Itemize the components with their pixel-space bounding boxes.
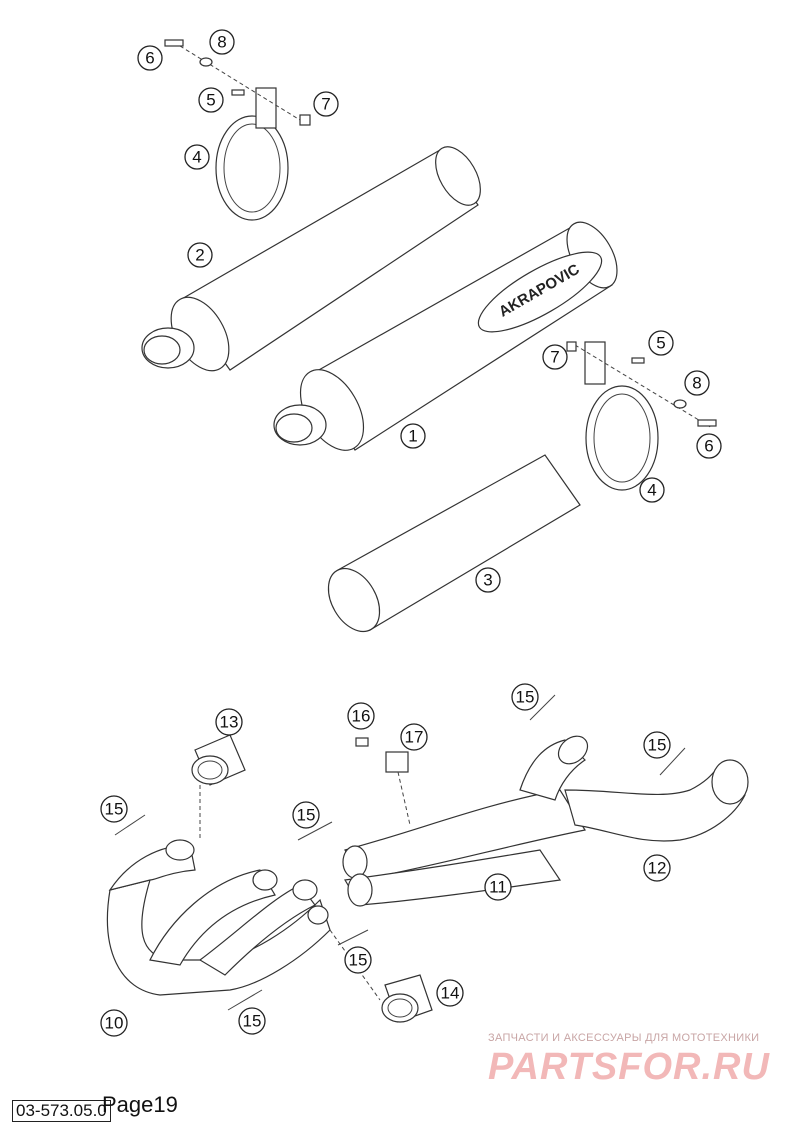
callout-7: 7 — [542, 344, 568, 370]
callout-10: 10 — [100, 1009, 128, 1037]
silencer-left — [141, 146, 481, 372]
svg-text:14: 14 — [441, 984, 460, 1003]
callout-15: 15 — [511, 683, 539, 711]
svg-text:8: 8 — [692, 374, 701, 393]
mid-pipe — [342, 735, 589, 907]
link-pipe — [564, 759, 749, 842]
svg-text:6: 6 — [704, 437, 713, 456]
svg-text:3: 3 — [483, 571, 492, 590]
callout-7: 7 — [313, 91, 339, 117]
bracket-right — [566, 341, 717, 491]
callout-4: 4 — [639, 477, 665, 503]
svg-text:15: 15 — [243, 1012, 262, 1031]
callout-3: 3 — [475, 567, 501, 593]
callout-6: 6 — [137, 45, 163, 71]
callout-8: 8 — [209, 29, 235, 55]
svg-text:15: 15 — [297, 806, 316, 825]
svg-text:7: 7 — [321, 95, 330, 114]
callout-16: 16 — [347, 702, 375, 730]
flange-lower — [329, 929, 433, 1023]
callout-11: 11 — [484, 873, 512, 901]
callout-15: 15 — [100, 795, 128, 823]
svg-text:11: 11 — [489, 878, 507, 897]
callout-17: 17 — [400, 723, 428, 751]
callout-2: 2 — [187, 242, 213, 268]
svg-text:6: 6 — [145, 49, 154, 68]
callout-5: 5 — [198, 87, 224, 113]
svg-text:17: 17 — [405, 728, 424, 747]
callout-6: 6 — [696, 433, 722, 459]
svg-text:12: 12 — [648, 859, 667, 878]
callout-15: 15 — [344, 946, 372, 974]
callout-4: 4 — [184, 144, 210, 170]
watermark-logo: PARTSFOR.RU — [488, 1046, 770, 1088]
silencer-right: AKRAPOVIC — [273, 221, 618, 451]
flange-upper — [191, 734, 246, 840]
bracket-left — [164, 39, 311, 221]
callout-5: 5 — [648, 330, 674, 356]
svg-text:15: 15 — [516, 688, 535, 707]
callout-1: 1 — [400, 423, 426, 449]
callout-8: 8 — [684, 370, 710, 396]
svg-text:13: 13 — [220, 713, 239, 732]
watermark-tagline: ЗАПЧАСТИ И АКСЕССУАРЫ ДЛЯ МОТОТЕХНИКИ — [488, 1032, 760, 1044]
callout-14: 14 — [436, 979, 464, 1007]
callout-15: 15 — [292, 801, 320, 829]
svg-text:15: 15 — [105, 800, 124, 819]
svg-text:10: 10 — [105, 1014, 124, 1033]
svg-text:5: 5 — [656, 334, 665, 353]
packing-insert — [327, 454, 581, 633]
svg-text:15: 15 — [349, 951, 368, 970]
svg-text:15: 15 — [648, 736, 667, 755]
clamp-bracket — [355, 737, 411, 826]
svg-text:1: 1 — [408, 427, 417, 446]
svg-text:16: 16 — [352, 707, 371, 726]
svg-text:4: 4 — [192, 148, 201, 167]
callout-15: 15 — [643, 731, 671, 759]
svg-text:2: 2 — [195, 246, 204, 265]
header-pipes — [106, 839, 331, 996]
svg-text:5: 5 — [206, 91, 215, 110]
page-label: Page19 — [102, 1092, 178, 1117]
callout-12: 12 — [643, 854, 671, 882]
callout-13: 13 — [215, 708, 243, 736]
spring-set — [114, 694, 686, 1011]
svg-text:8: 8 — [217, 33, 226, 52]
callout-15-bottom: 15 — [238, 1007, 266, 1035]
svg-text:4: 4 — [647, 481, 656, 500]
document-code: 03-573.05.0 — [12, 1100, 111, 1122]
svg-text:7: 7 — [550, 348, 559, 367]
